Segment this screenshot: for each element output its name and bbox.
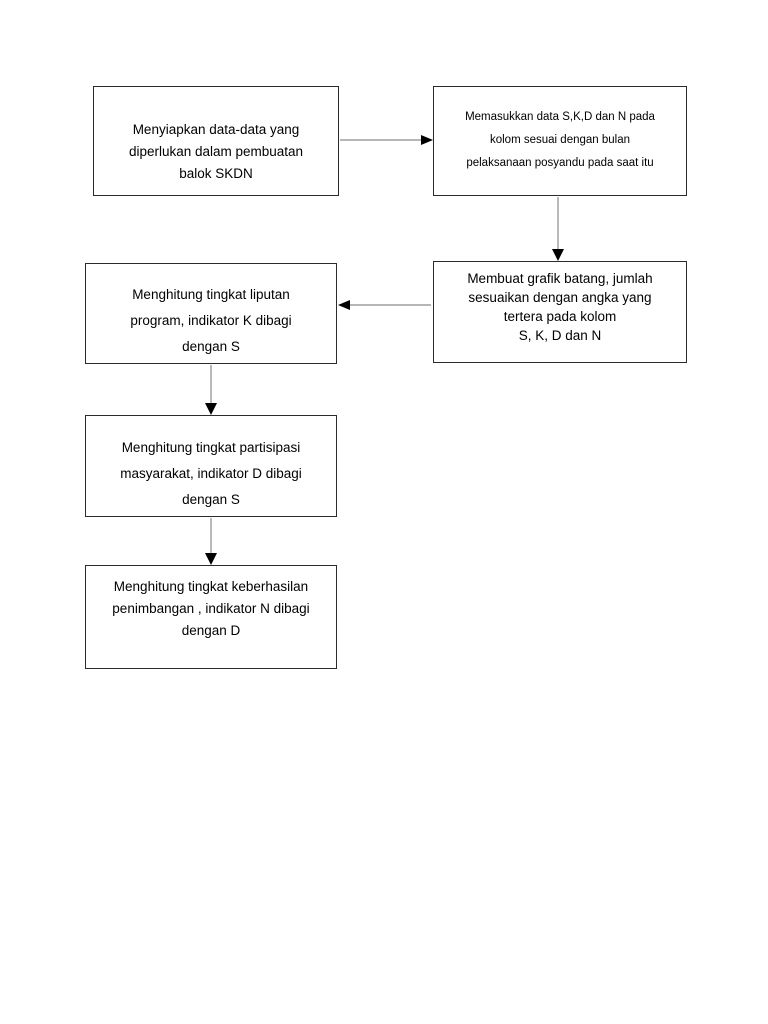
connector-participation-to-weighing	[205, 518, 217, 565]
process-node-participation-rate[interactable]: Menghitung tingkat partisipasi masyaraka…	[85, 415, 337, 517]
process-node-input-data[interactable]: Memasukkan data S,K,D dan N pada kolom s…	[433, 86, 687, 196]
connector-chart-to-coverage	[338, 300, 431, 310]
process-node-weighing-success-label: Menghitung tingkat keberhasilan penimban…	[112, 579, 310, 638]
connector-input-to-chart	[552, 197, 564, 261]
connector-coverage-to-participation	[205, 365, 217, 415]
process-node-make-bar-chart[interactable]: Membuat grafik batang, jumlah sesuaikan …	[433, 261, 687, 363]
process-node-input-data-label: Memasukkan data S,K,D dan N pada kolom s…	[465, 111, 655, 169]
process-node-weighing-success[interactable]: Menghitung tingkat keberhasilan penimban…	[85, 565, 337, 669]
process-node-prepare-data-label: Menyiapkan data-data yang diperlukan dal…	[128, 122, 304, 181]
process-node-coverage-rate-label: Menghitung tingkat liputan program, indi…	[130, 287, 292, 354]
process-node-prepare-data[interactable]: Menyiapkan data-data yang diperlukan dal…	[93, 86, 339, 196]
process-node-make-bar-chart-label: Membuat grafik batang, jumlah sesuaikan …	[467, 271, 653, 343]
process-node-coverage-rate[interactable]: Menghitung tingkat liputan program, indi…	[85, 263, 337, 364]
process-node-participation-rate-label: Menghitung tingkat partisipasi masyaraka…	[120, 440, 302, 507]
connector-prepare-to-input	[340, 135, 433, 145]
